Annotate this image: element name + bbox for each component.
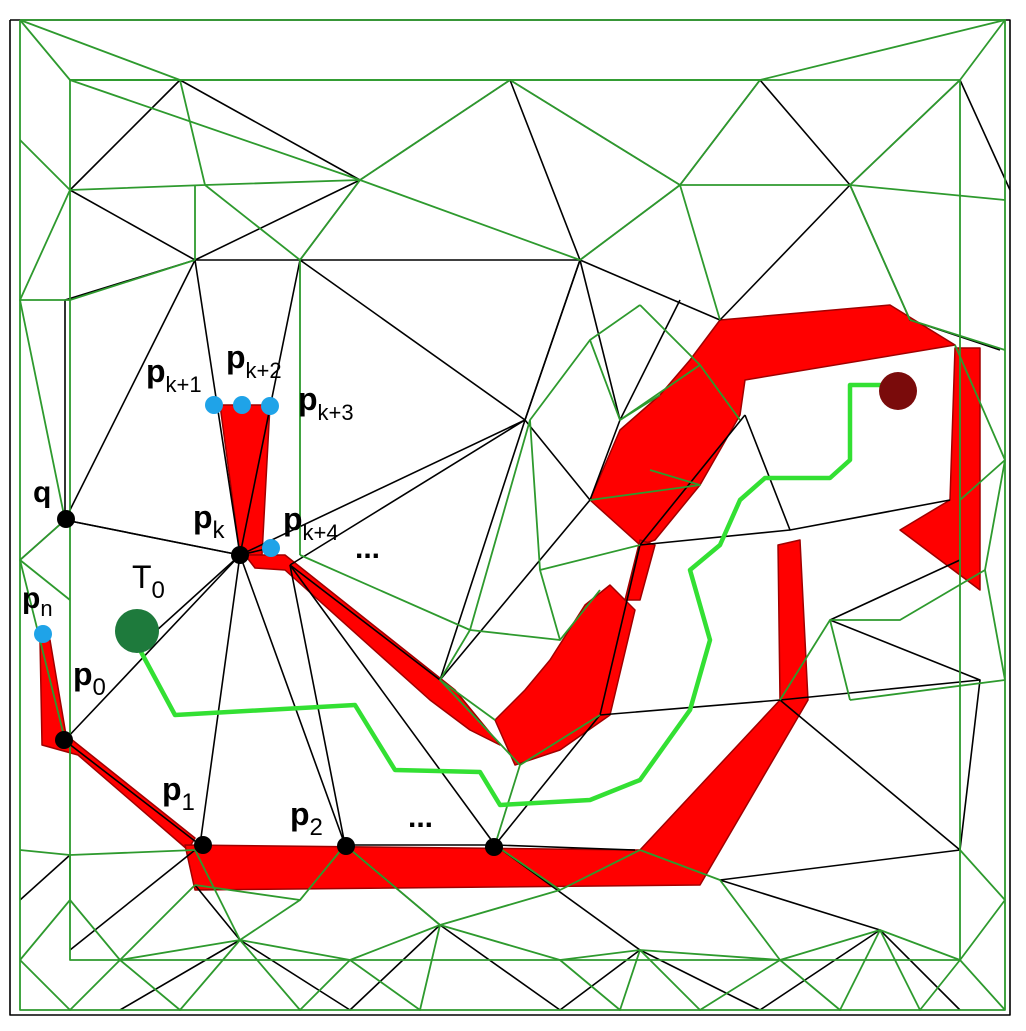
obstacle-wall-middle-bend xyxy=(494,584,636,766)
label-ellipsis-bottom: ... xyxy=(408,801,433,834)
vertex-p0 xyxy=(55,731,73,749)
label-p1: p1 xyxy=(162,771,195,816)
start-agent-icon xyxy=(115,609,159,653)
label-p0: p0 xyxy=(73,656,106,701)
vertex-pk xyxy=(231,546,249,564)
label-T0: T0 xyxy=(132,559,165,604)
offset-mesh xyxy=(19,19,1006,1011)
label-pn: pn xyxy=(22,582,53,621)
point-pk2 xyxy=(233,396,251,414)
labels: q pn p0 T0 p1 p2 ... pk pk+1 pk+2 pk+3 p… xyxy=(22,339,433,841)
point-pk3 xyxy=(261,397,279,415)
label-pk: pk xyxy=(193,499,226,544)
label-q: q xyxy=(33,476,51,509)
label-pk3: pk+3 xyxy=(298,381,354,425)
obstacle-wall-middle-link xyxy=(624,539,656,601)
obstacle-wall-bottom xyxy=(184,539,809,891)
point-pn xyxy=(34,625,52,643)
vertex-q xyxy=(57,510,75,528)
vertex-p2 xyxy=(337,837,355,855)
label-pk4: pk+4 xyxy=(283,501,339,545)
point-pk4 xyxy=(262,539,280,557)
label-pk2: pk+2 xyxy=(226,339,282,383)
planned-path xyxy=(137,382,883,808)
vertex-p3 xyxy=(485,838,503,856)
boundary-points xyxy=(34,396,280,643)
label-pk1: pk+1 xyxy=(146,353,202,397)
point-pk1 xyxy=(205,396,223,414)
mesh-vertices xyxy=(55,510,503,856)
vertex-p1 xyxy=(194,836,212,854)
obstacle-wall-diagonal xyxy=(244,554,501,746)
label-p2: p2 xyxy=(290,796,323,841)
goal-agent-icon xyxy=(879,372,917,410)
label-ellipsis-right: ... xyxy=(355,532,380,565)
